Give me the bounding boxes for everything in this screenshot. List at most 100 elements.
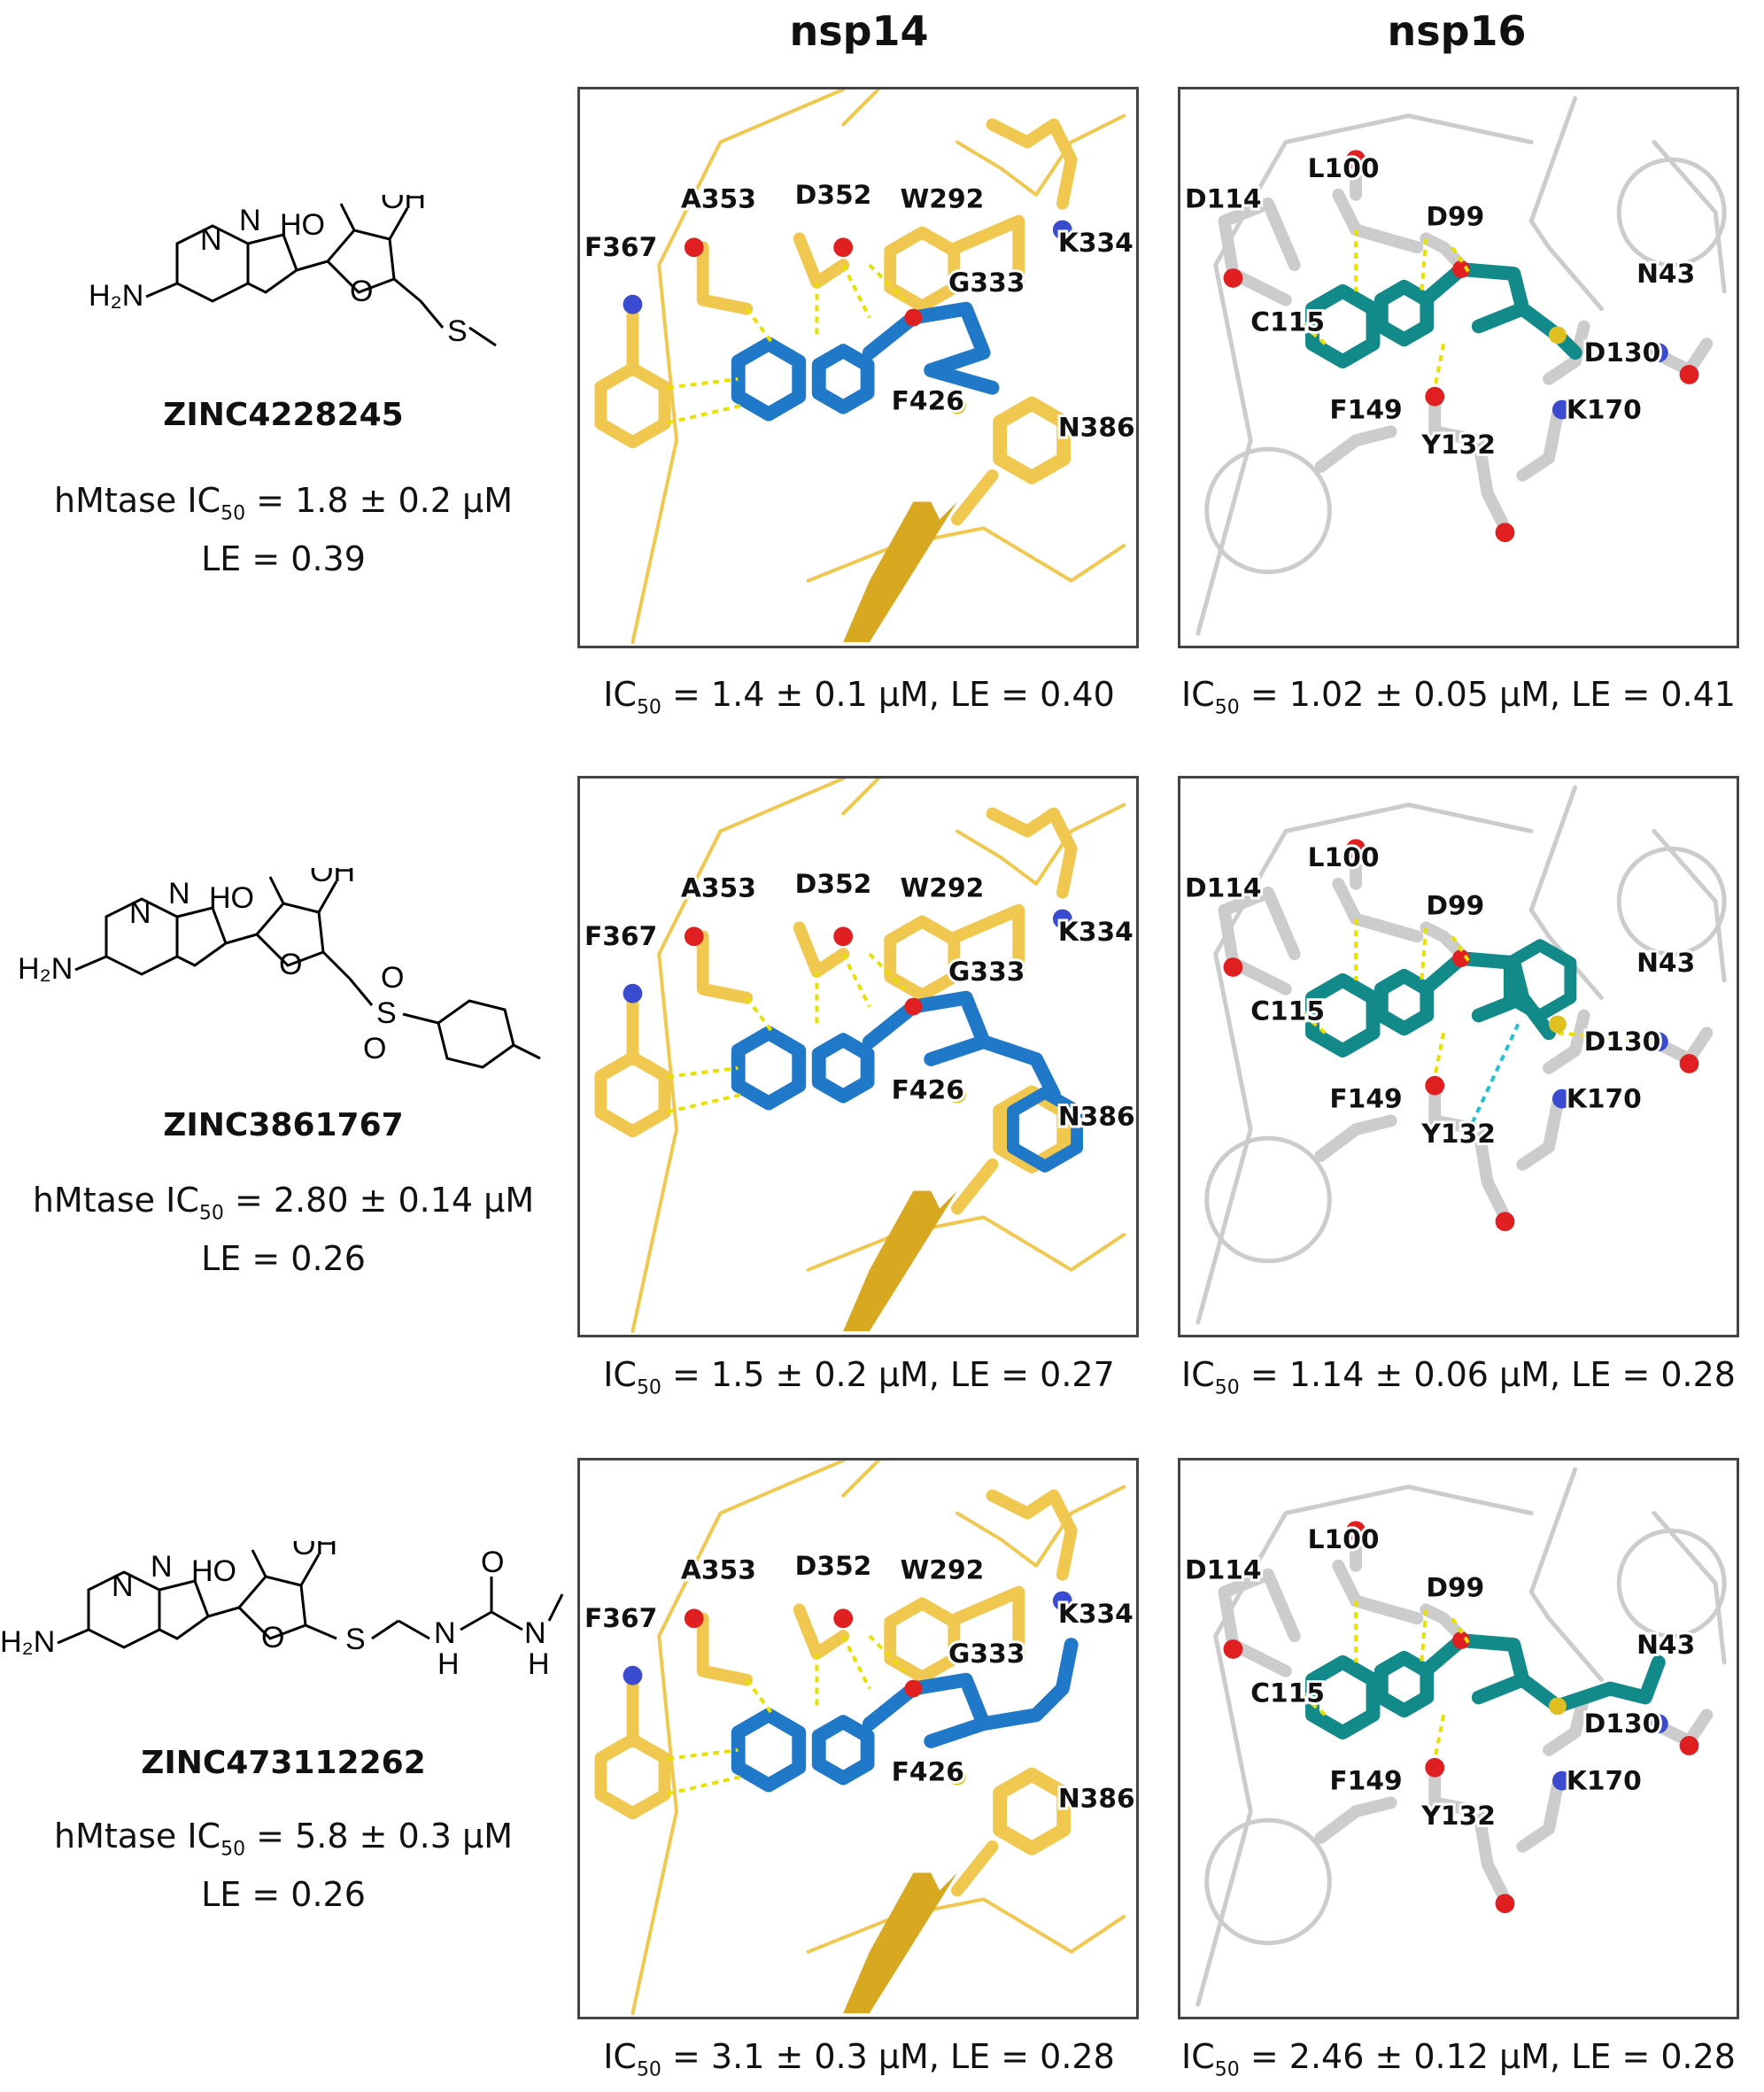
aromatic-ring bbox=[884, 226, 961, 313]
oxygen-atom bbox=[1346, 1521, 1366, 1541]
hbond-line bbox=[667, 1092, 743, 1114]
sulfur-atom bbox=[1549, 1015, 1567, 1034]
aromatic-ring bbox=[1373, 968, 1435, 1036]
ligand-stick bbox=[924, 363, 1000, 395]
residue-label: N43 bbox=[1636, 1630, 1695, 1661]
residue-stick bbox=[950, 1585, 1025, 1660]
residue-label: F149 bbox=[1329, 1765, 1402, 1796]
ligand-stick bbox=[976, 1034, 1061, 1102]
residue-stick bbox=[986, 118, 1078, 210]
hbond-line bbox=[667, 403, 743, 425]
nitrogen-atom bbox=[623, 294, 643, 314]
residue-stick bbox=[793, 1603, 850, 1660]
aromatic-ring bbox=[1305, 1654, 1381, 1739]
atom-label: N bbox=[200, 223, 222, 257]
oxygen-atom bbox=[1495, 1894, 1515, 1914]
residue-label: A353 bbox=[681, 1555, 756, 1586]
aromatic-ring bbox=[594, 1051, 671, 1138]
oxygen-atom bbox=[904, 997, 923, 1016]
atom-label: S bbox=[376, 996, 397, 1030]
hbond-line bbox=[1557, 1031, 1655, 1044]
nsp14-caption-2: IC50 = 1.5 ± 0.2 μM, LE = 0.27 bbox=[603, 1355, 1115, 1399]
aromatic-ring bbox=[731, 337, 807, 422]
atom-label: N bbox=[434, 1616, 456, 1650]
hbond-line bbox=[745, 996, 775, 1034]
beta-strand-arrow bbox=[843, 1190, 957, 1332]
compound-id-3: ZINC473112262 bbox=[141, 1745, 426, 1781]
atom-label: HO bbox=[209, 881, 254, 915]
ligand-stick bbox=[862, 1672, 991, 1748]
residue-label: L100 bbox=[1308, 842, 1380, 873]
residue-stick bbox=[986, 1489, 1078, 1581]
residue-stick bbox=[1314, 1114, 1397, 1162]
residue-label: K170 bbox=[1567, 394, 1642, 425]
column-title-nsp16: nsp16 bbox=[1387, 7, 1527, 55]
residue-label: L100 bbox=[1308, 153, 1380, 184]
oxygen-atom bbox=[1425, 1075, 1445, 1096]
protein-ribbon bbox=[631, 1461, 846, 2016]
aromatic-ring bbox=[884, 915, 961, 1002]
oxygen-atom bbox=[1679, 1054, 1699, 1073]
oxygen-atom bbox=[1452, 949, 1470, 967]
aromatic-ring bbox=[811, 344, 875, 415]
atom-label: H₂N bbox=[0, 1625, 55, 1659]
sulfur-atom bbox=[1549, 326, 1567, 345]
beta-strand-arrow bbox=[843, 1872, 957, 2014]
residue-stick bbox=[1332, 1559, 1424, 1625]
nitrogen-atom bbox=[623, 983, 643, 1003]
hbond-line bbox=[667, 376, 739, 390]
hbond-line bbox=[1433, 1714, 1446, 1760]
residue-label: N43 bbox=[1636, 259, 1695, 290]
atom-label: O bbox=[481, 1546, 504, 1579]
protein-ribbon bbox=[841, 1461, 880, 1498]
residue-label: D114 bbox=[1185, 184, 1262, 215]
atom-label: OH bbox=[381, 195, 426, 215]
residue-label: D114 bbox=[1185, 1555, 1262, 1586]
residue-label: F426 bbox=[892, 1075, 964, 1106]
residue-stick bbox=[1516, 1096, 1564, 1171]
atom-label: N bbox=[524, 1616, 546, 1650]
residue-stick bbox=[1543, 320, 1590, 385]
nitrogen-atom bbox=[623, 1665, 643, 1685]
nsp14-caption-3: IC50 = 3.1 ± 0.3 μM, LE = 0.28 bbox=[603, 2037, 1115, 2081]
oxygen-atom bbox=[1679, 365, 1699, 384]
protein-ribbon bbox=[841, 89, 880, 127]
atom-label: N bbox=[129, 896, 151, 930]
residue-label: F367 bbox=[584, 921, 657, 952]
aromatic-ring bbox=[731, 1026, 807, 1111]
atom-label: N bbox=[168, 877, 190, 910]
aromatic-ring bbox=[1373, 279, 1435, 347]
residue-label: N386 bbox=[1058, 412, 1135, 443]
atom-label: H bbox=[437, 1647, 460, 1681]
hbond-line bbox=[1433, 1032, 1446, 1078]
residue-label: D130 bbox=[1584, 1708, 1661, 1739]
compound-id-2: ZINC3861767 bbox=[163, 1107, 404, 1143]
protein-ribbon bbox=[955, 1484, 1126, 1568]
protein-ribbon bbox=[1652, 828, 1727, 983]
residue-stick bbox=[696, 930, 754, 1004]
sulfur-atom bbox=[1549, 1697, 1567, 1716]
residue-label: Y132 bbox=[1420, 430, 1496, 461]
nitrogen-atom bbox=[1052, 909, 1072, 929]
residue-label: D352 bbox=[795, 869, 872, 900]
aromatic-ring bbox=[993, 1767, 1072, 1856]
residue-stick bbox=[1543, 1691, 1590, 1756]
atom-label: O bbox=[381, 961, 404, 995]
residue-label: C115 bbox=[1250, 306, 1325, 337]
residue-label: D130 bbox=[1584, 1027, 1661, 1058]
atom-label: HO bbox=[280, 208, 325, 242]
residue-stick bbox=[1332, 877, 1424, 943]
oxygen-atom bbox=[1452, 1631, 1470, 1649]
ligand-stick bbox=[862, 990, 991, 1066]
oxygen-atom bbox=[1495, 1212, 1515, 1232]
aromatic-ring bbox=[731, 1708, 807, 1793]
protein-ribbon bbox=[1528, 96, 1604, 312]
residue-label: K334 bbox=[1058, 917, 1133, 948]
oxygen-atom bbox=[1425, 1757, 1445, 1778]
aromatic-ring bbox=[884, 1597, 961, 1684]
residue-stick bbox=[1420, 232, 1467, 272]
